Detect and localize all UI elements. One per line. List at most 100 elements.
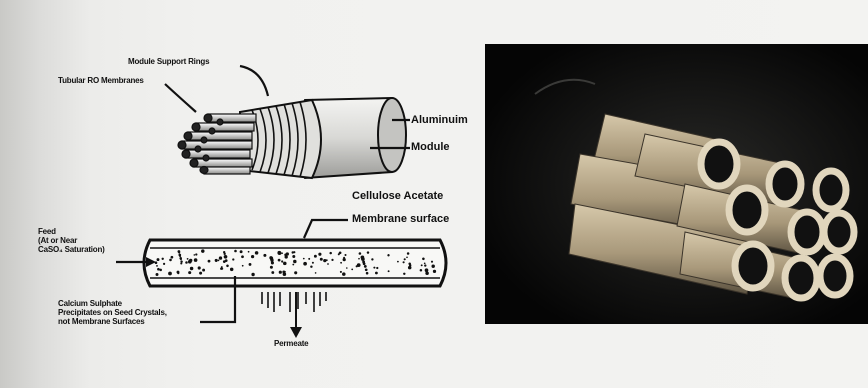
seed-crystal-dot [318, 253, 321, 256]
seed-crystal-dot [292, 255, 295, 258]
seed-crystal-dot [303, 258, 305, 260]
label-feed-group: Feed (At or Near CaSO₄ Saturation) [38, 228, 105, 254]
seed-crystal-dot [283, 272, 287, 276]
seed-crystal-dot [338, 253, 340, 255]
seed-crystal-dot [169, 259, 172, 262]
seed-crystal-dot [270, 259, 273, 262]
seed-crystal-dot [397, 261, 399, 263]
seed-crystal-dot [361, 257, 365, 261]
ro-module-illustration [165, 66, 410, 178]
seed-crystal-dot [294, 260, 297, 263]
seed-crystal-dot [403, 273, 405, 275]
seed-crystal-dot [162, 258, 164, 260]
label-aluminium: Aluminuim [411, 114, 468, 126]
seed-crystal-dot [157, 268, 160, 271]
seed-crystal-dot [344, 254, 346, 256]
seed-crystal-dot [358, 258, 360, 260]
seed-crystal-dot [371, 258, 373, 260]
seed-crystal-dot [242, 265, 244, 267]
seed-crystal-dot [157, 258, 160, 261]
seed-crystal-dot [403, 261, 405, 263]
seed-crystal-dot [343, 258, 346, 261]
seed-crystal-dot [294, 271, 297, 274]
label-not-membrane: not Membrane Surfaces [58, 318, 167, 327]
seed-crystal-dot [408, 266, 412, 270]
seed-crystal-dot [421, 264, 423, 266]
seed-crystal-dot [303, 262, 307, 266]
seed-crystal-dot [180, 262, 182, 264]
seed-crystal-dot [363, 262, 366, 265]
seed-crystal-dot [241, 255, 244, 258]
seed-crystal-dot [431, 261, 433, 263]
seed-crystal-dot [310, 265, 312, 267]
seed-crystal-dot [364, 265, 367, 268]
seed-crystal-dot [388, 270, 390, 272]
seed-crystal-dot [234, 250, 237, 253]
seed-crystal-dot [346, 267, 348, 269]
seed-crystal-dot [407, 252, 410, 255]
seed-crystal-dot [331, 259, 333, 261]
label-module-support-rings: Module Support Rings [128, 58, 209, 67]
seed-crystal-dot [292, 251, 294, 253]
seed-crystal-dot [284, 271, 286, 273]
seed-crystal-dot [277, 251, 281, 255]
seed-crystal-dot [270, 266, 273, 269]
seed-crystal-dot [156, 265, 158, 267]
seed-crystal-dot [351, 269, 353, 271]
label-calcium-group: Calcium Sulphate Precipitates on Seed Cr… [58, 300, 167, 326]
seed-crystal-dot [340, 262, 342, 264]
seed-crystal-dot [365, 268, 368, 271]
seed-crystal-dot [342, 272, 346, 276]
seed-crystal-dot [179, 255, 181, 257]
seed-crystal-dot [190, 267, 193, 270]
seed-crystal-dot [230, 268, 233, 271]
seed-crystal-dot [433, 270, 436, 273]
seed-crystal-dot [432, 266, 434, 268]
seed-crystal-dot [323, 259, 326, 262]
seed-crystal-dot [177, 272, 179, 274]
seed-crystal-dot [420, 269, 423, 272]
seed-crystal-dot [422, 258, 425, 261]
seed-crystal-dot [168, 272, 172, 276]
seed-crystal-dot [312, 262, 314, 264]
label-feed-saturation: CaSO₄ Saturation) [38, 246, 105, 255]
seed-crystal-dot [171, 256, 174, 259]
seed-crystal-dot [225, 259, 228, 262]
seed-crystal-dot [373, 267, 375, 269]
permeate-drips [262, 292, 326, 312]
seed-crystal-dot [376, 267, 378, 269]
tubular-membrane-photo [485, 44, 868, 324]
seed-crystal-dot [224, 253, 226, 255]
seed-crystal-dot [425, 271, 429, 275]
seed-crystal-dot [208, 260, 211, 263]
seed-crystal-dot [198, 266, 201, 269]
seed-crystal-dot [163, 263, 165, 265]
seed-crystal-dot [425, 268, 429, 272]
seed-crystal-dot [251, 255, 254, 258]
seed-crystal-dot [194, 258, 198, 262]
seed-crystal-dot [187, 258, 189, 260]
seed-crystal-dot [159, 269, 162, 272]
permeate-arrow [290, 292, 302, 338]
seed-crystal-dot [255, 251, 259, 255]
seed-crystal-dot [194, 254, 196, 256]
label-module: Module [411, 141, 450, 153]
label-tubular-ro-membranes: Tubular RO Membranes [58, 77, 144, 86]
seed-crystal-dot [251, 273, 254, 276]
seed-crystal-dot [281, 252, 283, 254]
seed-crystal-dot [326, 259, 328, 261]
seed-crystal-dot [387, 254, 389, 256]
seed-crystal-dot [279, 271, 282, 274]
seed-crystal-dot [424, 262, 426, 264]
seed-crystal-dot [327, 263, 329, 265]
aluminium-shell-end [378, 98, 406, 172]
seed-crystal-dot [424, 264, 426, 266]
seed-crystal-dot [263, 254, 266, 257]
seed-crystal-dot [292, 264, 294, 266]
seed-crystal-dot [199, 272, 202, 275]
seed-crystal-dot [359, 252, 362, 255]
seed-crystal-dot [156, 273, 159, 276]
seed-crystal-dot [226, 265, 229, 268]
seed-crystal-dot [315, 272, 317, 274]
